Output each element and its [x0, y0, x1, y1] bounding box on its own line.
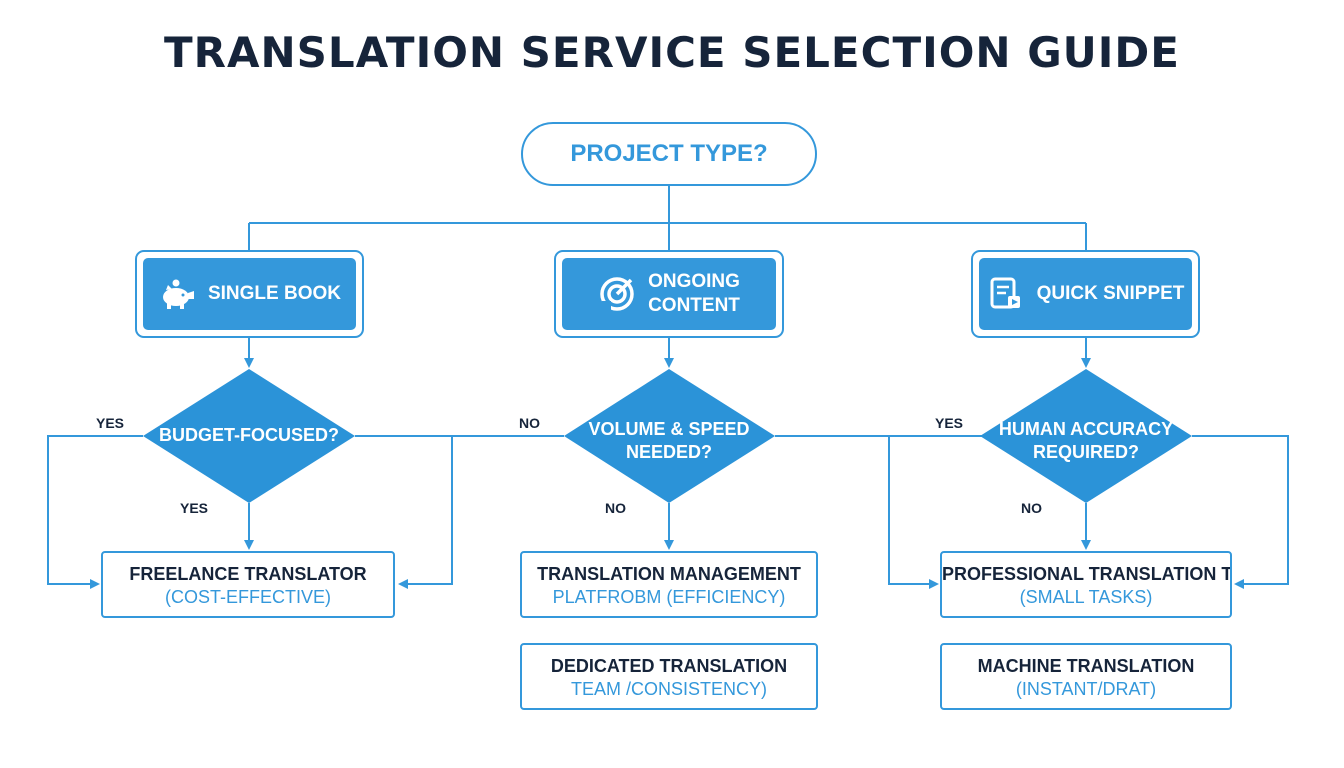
result-freelance-translator: FREELANCE TRANSLATOR (COST-EFFECTIVE) [101, 551, 395, 618]
category-label: ONGOING CONTENT [648, 270, 740, 318]
edge-label-no: NO [519, 415, 540, 431]
decision-diamond-accuracy [980, 369, 1192, 503]
document-edit-icon [987, 275, 1025, 313]
edge-label-no: NO [1021, 500, 1042, 516]
arrow-budget-right [355, 435, 453, 589]
category-label-line1: ONGOING [648, 271, 740, 292]
decision-label-volume: VOLUME & SPEED NEEDED? [588, 419, 750, 462]
decision-diamond-volume [564, 369, 775, 503]
arrow-accuracy-left [888, 436, 939, 589]
category-single-book: SINGLE BOOK [135, 250, 364, 338]
result-professional-translation-tool: PROFESSIONAL TRANSLATION TOL (SMALL TASK… [940, 551, 1232, 618]
edge-label-no: NO [605, 500, 626, 516]
edge-label-yes: YES [96, 415, 125, 431]
category-label: SINGLE BOOK [207, 283, 341, 304]
arrow-budget-yes-left [47, 435, 143, 589]
category-label: QUICK SNIPPET [1036, 283, 1185, 304]
page-title: TRANSLATION SERVICE SELECTION GUIDE [164, 28, 1180, 77]
root-node-project-type: PROJECT TYPE? [521, 122, 817, 186]
result-dedicated-translation-team: DEDICATED TRANSLATION TEAM /CONSISTENCY) [520, 643, 818, 710]
decision-diamond-budget [143, 369, 355, 503]
piggy-bank-icon [158, 275, 196, 313]
category-quick-snippet: QUICK SNIPPET [971, 250, 1200, 338]
result-machine-translation: MACHINE TRANSLATION (INSTANT/DRAT) [940, 643, 1232, 710]
result-translation-management-platform: TRANSLATION MANAGEMENT PLATFROBM (EFFICI… [520, 551, 818, 618]
edge-label-yes: YES [935, 415, 964, 431]
arrow-accuracy-right [1192, 435, 1289, 589]
decision-label-accuracy: HUMAN ACCURACY REQUIRED? [998, 419, 1174, 462]
edge-label-yes: YES [180, 500, 209, 516]
category-ongoing-content: ONGOING CONTENT [554, 250, 784, 338]
category-label-line2: CONTENT [648, 295, 740, 316]
decision-label-budget: BUDGET-FOCUSED? [159, 425, 339, 445]
target-icon [598, 275, 636, 313]
